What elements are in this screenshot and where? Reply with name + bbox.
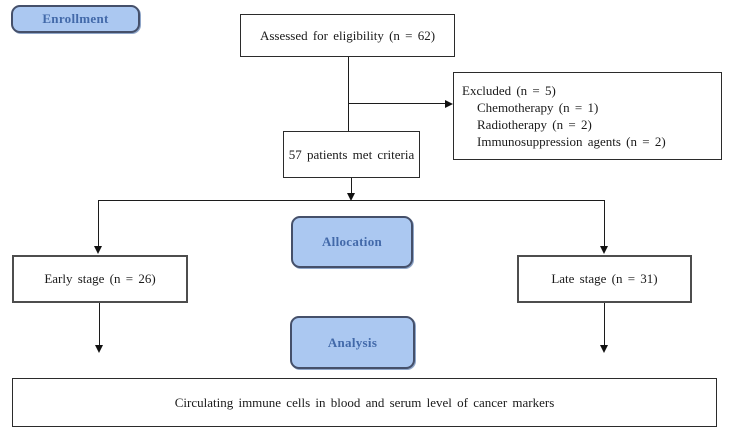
enrollment-phase-label: Enrollment xyxy=(42,11,109,26)
arrowhead-excluded-icon xyxy=(445,100,453,108)
arrowhead-rail-icon xyxy=(347,193,355,201)
excluded-item-immunosuppression: Immunosuppression agents (n = 2) xyxy=(477,134,666,149)
early-stage-box: Early stage (n = 26) xyxy=(12,255,188,303)
met-criteria-box: 57 patients met criteria xyxy=(283,131,420,178)
analysis-phase-badge: Analysis xyxy=(290,316,415,369)
distribution-rail xyxy=(98,200,605,201)
excluded-item-radiotherapy: Radiotherapy (n = 2) xyxy=(477,117,592,132)
connector-late-to-analysis xyxy=(604,303,605,346)
allocation-phase-badge: Allocation xyxy=(291,216,413,268)
arrowhead-early-analysis-icon xyxy=(95,345,103,353)
arrowhead-late-analysis-icon xyxy=(600,345,608,353)
met-criteria-text: 57 patients met criteria xyxy=(288,146,415,162)
outcome-text: Circulating immune cells in blood and se… xyxy=(174,394,555,410)
assessed-eligibility-box: Assessed for eligibility (n = 62) xyxy=(240,14,455,57)
excluded-item-chemotherapy: Chemotherapy (n = 1) xyxy=(477,100,599,115)
allocation-phase-label: Allocation xyxy=(321,234,383,249)
connector-rail-to-late xyxy=(604,200,605,247)
outcome-box: Circulating immune cells in blood and se… xyxy=(12,378,717,427)
connector-met-to-rail xyxy=(351,178,352,194)
late-stage-box: Late stage (n = 31) xyxy=(517,255,692,303)
analysis-phase-label: Analysis xyxy=(327,334,378,350)
connector-rail-to-early xyxy=(98,200,99,247)
connector-branch-to-excluded xyxy=(348,103,445,104)
excluded-title: Excluded (n = 5) xyxy=(462,83,556,98)
early-stage-text: Early stage (n = 26) xyxy=(44,271,156,286)
arrowhead-early-icon xyxy=(94,246,102,254)
arrowhead-late-icon xyxy=(600,246,608,254)
connector-early-to-analysis xyxy=(99,303,100,346)
excluded-box: Excluded (n = 5) Chemotherapy (n = 1) Ra… xyxy=(453,72,722,160)
assessed-eligibility-text: Assessed for eligibility (n = 62) xyxy=(259,27,436,43)
connector-assessed-to-met xyxy=(348,57,349,131)
late-stage-text: Late stage (n = 31) xyxy=(551,271,658,286)
enrollment-phase-badge: Enrollment xyxy=(11,5,140,33)
